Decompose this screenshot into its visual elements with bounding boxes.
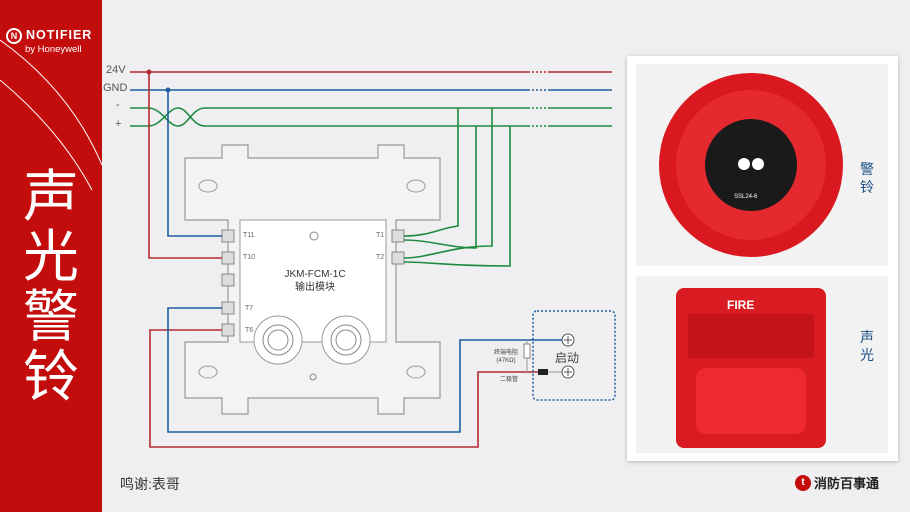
diode-label: 二极管 [500, 377, 519, 383]
brand-name: 消防百事通 [814, 476, 880, 491]
terminal-t10: T10 [243, 254, 256, 261]
strobe-image: FIRE [636, 276, 888, 453]
label-plus: + [115, 118, 122, 130]
rotary-switch-1 [253, 315, 303, 365]
module-name: 输出模块 [295, 282, 335, 293]
strobe-label: 声 光 [859, 328, 875, 364]
strobe-label-char: 光 [860, 347, 874, 363]
diode-icon [538, 369, 548, 375]
label-minus: - [116, 99, 120, 111]
title-char: 铃 [23, 345, 79, 410]
terminal-t1: T1 [376, 232, 385, 239]
bell-label: 警 铃 [859, 160, 875, 196]
credit-text: 鸣谢:表哥 [120, 476, 180, 492]
wire-plus [130, 107, 612, 127]
logo-brand: NOTIFIER [26, 28, 93, 42]
module-label: JKM-FCM-1C 输出模块 [270, 268, 360, 294]
sidebar: N NOTIFIER by Honeywell 声 光 警 铃 [0, 0, 102, 512]
start-label: 启动 [555, 351, 580, 365]
module-model: JKM-FCM-1C [284, 269, 346, 280]
label-24v: 24V [106, 64, 126, 76]
terminal-t11: T11 [243, 232, 255, 239]
notifier-logo-icon: N [6, 28, 22, 44]
rotary-switch-2 [321, 315, 371, 365]
logo-sub: by Honeywell [25, 44, 82, 55]
title-char: 声 [23, 165, 79, 230]
product-panel: SSL24-6 警 铃 FIRE 声 光 [627, 56, 898, 461]
resistor-icon [523, 343, 531, 359]
title-char: 光 [23, 225, 79, 290]
brand-logo: t 消防百事通 [795, 473, 879, 492]
start-button-box [532, 310, 616, 401]
resistor-value: (47KΩ) [496, 358, 516, 364]
brand-icon: t [795, 474, 811, 491]
page-title: 声 光 警 铃 [18, 168, 84, 408]
strobe-label-char: 声 [860, 329, 874, 345]
resistor-label: 终端电阻 (47KΩ) [494, 349, 518, 365]
label-gnd: GND [103, 82, 128, 94]
resistor-text: 终端电阻 [494, 350, 519, 356]
title-char: 警 [23, 285, 79, 350]
bell-model: SSL24-6 [734, 194, 758, 200]
decorative-arcs [0, 39, 102, 191]
terminal-t6: T6 [245, 327, 254, 334]
bell-label-char: 铃 [860, 179, 874, 195]
bell-image: SSL24-6 [636, 64, 888, 266]
bell-label-char: 警 [860, 161, 874, 177]
strobe-fire-text: FIRE [727, 298, 755, 312]
wire-minus [130, 107, 612, 127]
terminal-t2: T2 [376, 254, 385, 261]
terminal-t7: T7 [245, 305, 254, 312]
